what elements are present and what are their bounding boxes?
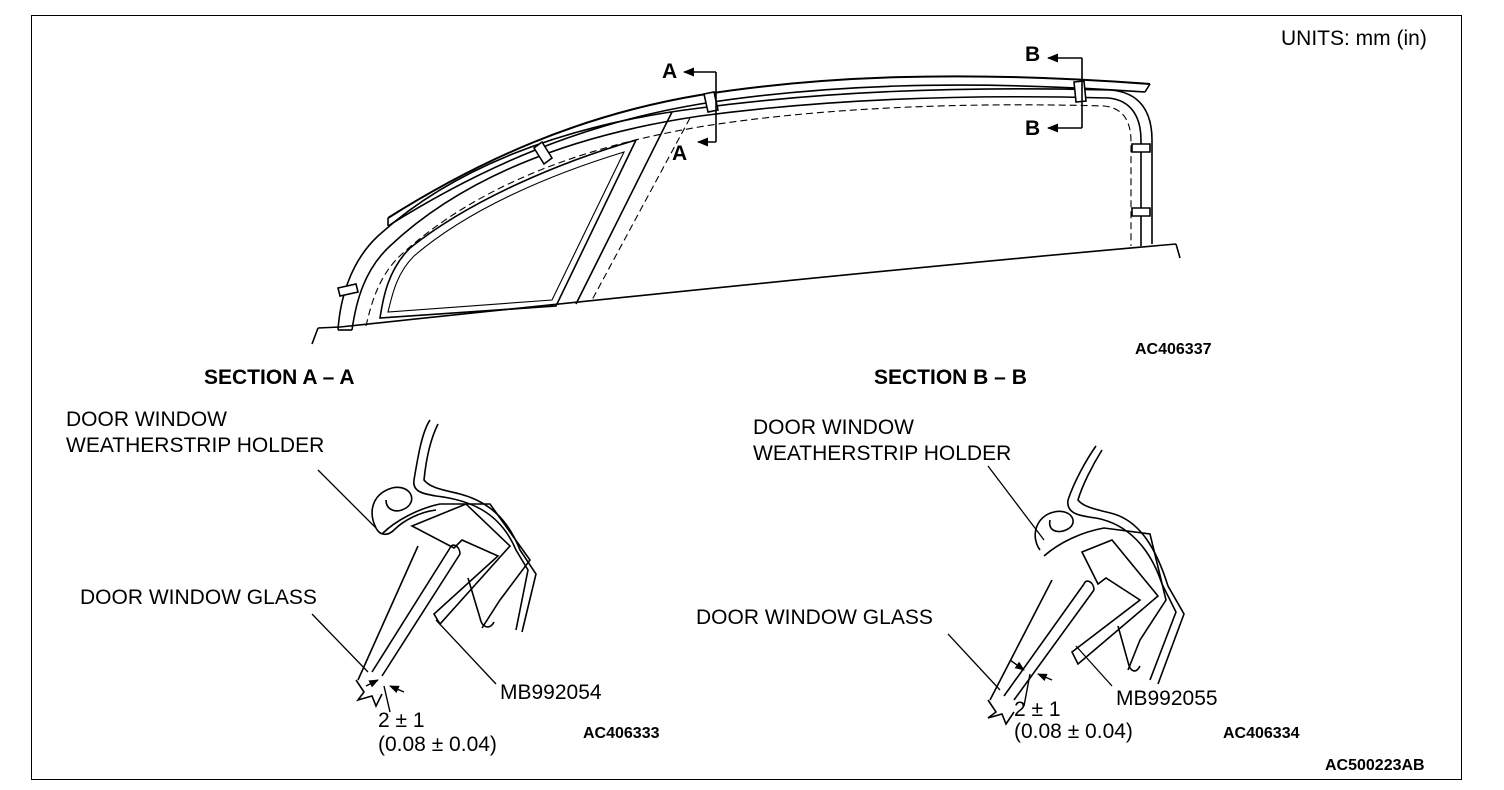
section-b-dimension-in: (0.08 ± 0.04) (1014, 720, 1133, 743)
section-b-glass-label: DOOR WINDOW GLASS (696, 606, 933, 629)
section-b-marker-top: B (1025, 43, 1041, 66)
section-a-cutline (682, 67, 717, 147)
section-a-drawing (311, 419, 537, 708)
door-frame-drawing (311, 75, 1181, 345)
figure-code: AC500223AB (1325, 757, 1425, 774)
section-a-dimension-in: (0.08 ± 0.04) (378, 733, 497, 756)
section-b-cutline (1046, 53, 1083, 133)
section-a-marker-top: A (662, 60, 678, 83)
units-label: UNITS: mm (in) (1281, 27, 1427, 50)
section-b-dimension (1009, 659, 1053, 707)
section-b-title: SECTION B – B (874, 366, 1027, 389)
section-a-holder-label: DOOR WINDOW WEATHERSTRIP HOLDER (66, 408, 325, 457)
section-a-code: AC406333 (583, 725, 660, 742)
section-b-marker-bottom: B (1025, 117, 1041, 140)
section-b-dimension-mm: 2 ± 1 (1014, 698, 1061, 721)
section-a-dimension (365, 679, 405, 713)
figure-frame (31, 15, 1462, 780)
section-b-code: AC406334 (1223, 725, 1300, 742)
section-a-dimension-mm: 2 ± 1 (378, 709, 425, 732)
top-view-code: AC406337 (1135, 341, 1212, 358)
section-b-tool-label: MB992055 (1116, 687, 1218, 710)
section-b-holder-label: DOOR WINDOW WEATHERSTRIP HOLDER (753, 416, 1012, 465)
section-a-title: SECTION A – A (204, 366, 355, 389)
section-a-tool-label: MB992054 (500, 681, 602, 704)
section-a-glass-label: DOOR WINDOW GLASS (80, 586, 317, 609)
section-b-drawing (947, 445, 1185, 726)
section-a-marker-bottom: A (672, 142, 688, 165)
